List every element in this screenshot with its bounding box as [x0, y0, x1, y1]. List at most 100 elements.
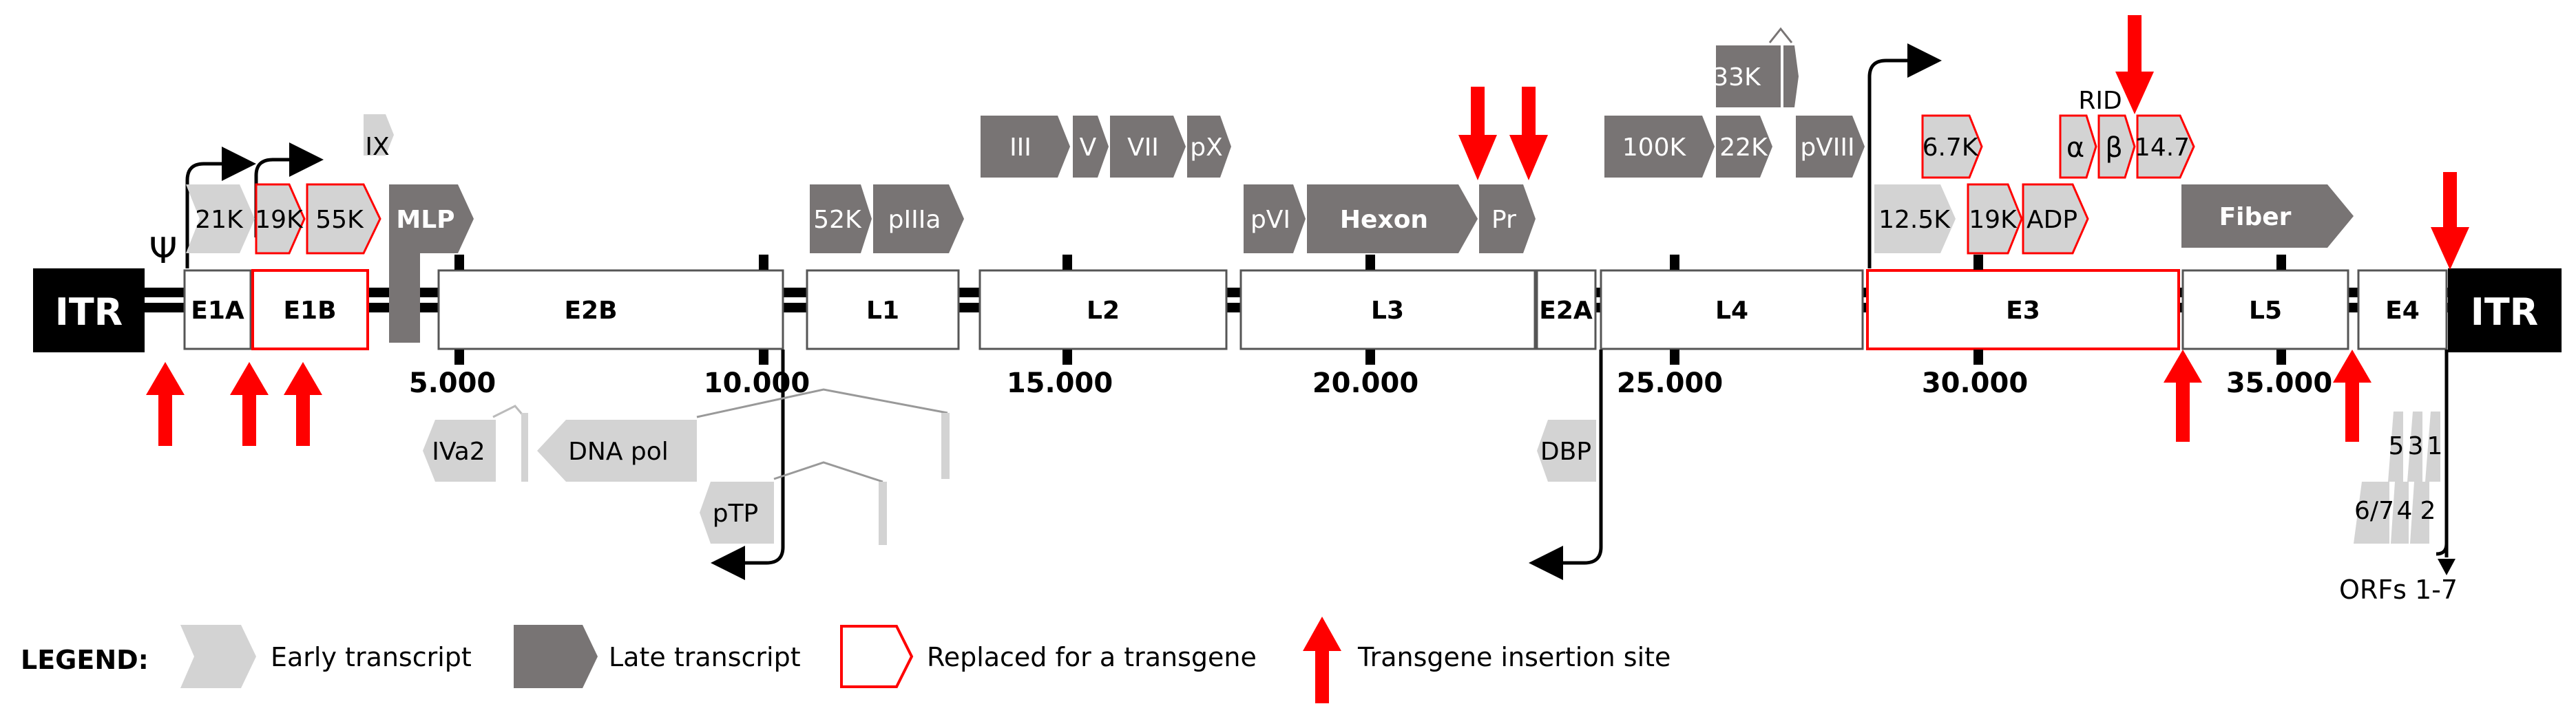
- transcript-hexon: Hexon: [1307, 184, 1478, 253]
- transcript-21k-label: 21K: [195, 206, 244, 234]
- transcript-14-7: 14.7: [2135, 114, 2195, 179]
- legend-early-swatch: [180, 625, 256, 688]
- legend-insertion-arrow-icon: [1303, 617, 1341, 703]
- transcript-piiia: pIIIa: [873, 184, 964, 253]
- transcript-rid-alpha: α: [2059, 114, 2097, 179]
- rid-label: RID: [2078, 87, 2122, 115]
- tick-label: 5.000: [409, 367, 496, 399]
- transcript-19k-e3: 19K: [1967, 183, 2023, 255]
- tick-label: 30.000: [1922, 367, 2028, 399]
- transcript-rid-alpha-label: α: [2066, 132, 2084, 164]
- psi-symbol: Ψ: [149, 231, 178, 272]
- insertion-arrow-down: [1458, 87, 1497, 180]
- transcript-19k-e1b-label: 19K: [255, 206, 304, 234]
- e2-promoter-arrow: [711, 350, 785, 580]
- insertion-arrow-up: [2164, 350, 2202, 442]
- insertion-arrow-down: [2431, 172, 2469, 270]
- itr-left: ITR: [33, 268, 145, 352]
- orf-1-label: 1: [2427, 432, 2443, 460]
- transcript-52k-label: 52K: [813, 206, 862, 234]
- region-e1a: E1A: [183, 269, 252, 350]
- region-l4: L4: [1600, 269, 1864, 350]
- transcript-pr: Pr: [1479, 184, 1536, 253]
- insertion-arrow-up: [2333, 350, 2371, 442]
- transcript-19k-e1b: 19K: [255, 183, 306, 255]
- transcript-fiber-label: Fiber: [2219, 203, 2292, 231]
- region-l4-label: L4: [1715, 297, 1748, 325]
- transcript-12-5k-label: 12.5K: [1878, 206, 1951, 234]
- transcript-33k: 33K: [1713, 27, 1799, 107]
- itr-left-label: ITR: [55, 290, 123, 334]
- transcript-adp-label: ADP: [2027, 206, 2077, 234]
- region-e4-label: E4: [2385, 297, 2420, 325]
- insertion-arrow-up: [146, 362, 185, 446]
- region-e3-label: E3: [2006, 297, 2040, 325]
- region-e1b-label: E1B: [283, 297, 336, 325]
- transcript-v: V: [1073, 116, 1109, 178]
- orf-3-label: 3: [2408, 432, 2424, 460]
- region-e2b-label: E2B: [564, 297, 617, 325]
- legend-late-swatch: [514, 625, 598, 688]
- e2a-promoter-arrow: [1529, 350, 1603, 580]
- scale-ticks: [454, 255, 2286, 365]
- region-e2a: E2A: [1536, 269, 1597, 350]
- transcript-vii-label: VII: [1127, 134, 1159, 162]
- itr-right-label: ITR: [2471, 290, 2539, 334]
- insertion-arrow-up: [230, 362, 269, 446]
- region-e1a-label: E1A: [191, 297, 244, 325]
- transcript-19k-e3-label: 19K: [1969, 206, 2018, 234]
- e4-orfs: 5 3 1 6/7 4 2: [2354, 412, 2442, 544]
- transcript-12-5k: 12.5K: [1874, 184, 1956, 253]
- transcript-iva2: IVa2: [423, 420, 496, 482]
- transcript-mlp-label: MLP: [396, 206, 454, 234]
- transcript-fiber: Fiber: [2181, 184, 2354, 248]
- e1b-promoter-arrow: [254, 142, 324, 237]
- region-e4: E4: [2357, 269, 2448, 350]
- tick-label: 25.000: [1617, 367, 1723, 399]
- transcript-ix: IX: [364, 114, 394, 161]
- transcript-adp: ADP: [2022, 183, 2089, 255]
- insertion-arrow-up: [284, 362, 322, 446]
- transcript-52k: 52K: [810, 184, 872, 253]
- transcript-iii-label: III: [1009, 134, 1032, 162]
- legend-early-label: Early transcript: [271, 642, 472, 672]
- transcript-ptp: pTP: [700, 482, 774, 544]
- orf-5-label: 5: [2389, 432, 2405, 460]
- orf-4-label: 4: [2397, 497, 2413, 525]
- transcript-ptp-label: pTP: [713, 500, 759, 528]
- transcript-100k-label: 100K: [1622, 134, 1687, 162]
- transcript-ix-label: IX: [365, 133, 389, 161]
- transcript-6-7k-label: 6.7K: [1923, 134, 1979, 162]
- transcript-22k: 22K: [1716, 116, 1772, 178]
- insertion-arrow-down: [1509, 87, 1548, 180]
- transcript-pvi: pVI: [1244, 184, 1306, 253]
- region-l3: L3: [1239, 269, 1536, 350]
- insertion-arrows: [146, 15, 2469, 446]
- scale-labels: 5.000 10.000 15.000 20.000 25.000 30.000…: [409, 367, 2332, 399]
- region-l3-label: L3: [1371, 297, 1404, 325]
- transcript-100k: 100K: [1604, 116, 1715, 178]
- transcript-dna-pol-label: DNA pol: [568, 438, 669, 466]
- region-e3: E3: [1866, 269, 2180, 350]
- region-e2b: E2B: [437, 269, 784, 350]
- legend-late-label: Late transcript: [609, 642, 801, 672]
- transcript-dbp-label: DBP: [1540, 438, 1591, 466]
- legend-insertion-label: Transgene insertion site: [1357, 642, 1671, 672]
- region-l2-label: L2: [1087, 297, 1120, 325]
- transcript-55k: 55K: [306, 183, 381, 255]
- tick-label: 35.000: [2226, 367, 2332, 399]
- transcript-rid-beta-label: β: [2105, 132, 2123, 164]
- promoter-arrows: [185, 43, 2449, 580]
- e3-promoter-arrow: [1867, 43, 1942, 268]
- tick-label: 20.000: [1312, 367, 1418, 399]
- transcript-pvi-label: pVI: [1250, 206, 1290, 234]
- transcript-21k: 21K: [186, 184, 255, 253]
- transcript-px: pX: [1187, 116, 1231, 178]
- tick-label: 15.000: [1007, 367, 1113, 399]
- region-e2a-label: E2A: [1539, 297, 1593, 325]
- region-l1-label: L1: [866, 297, 899, 325]
- region-l5-label: L5: [2249, 297, 2282, 325]
- transcript-33k-label: 33K: [1713, 63, 1761, 92]
- transcript-pviii: pVIII: [1796, 116, 1865, 178]
